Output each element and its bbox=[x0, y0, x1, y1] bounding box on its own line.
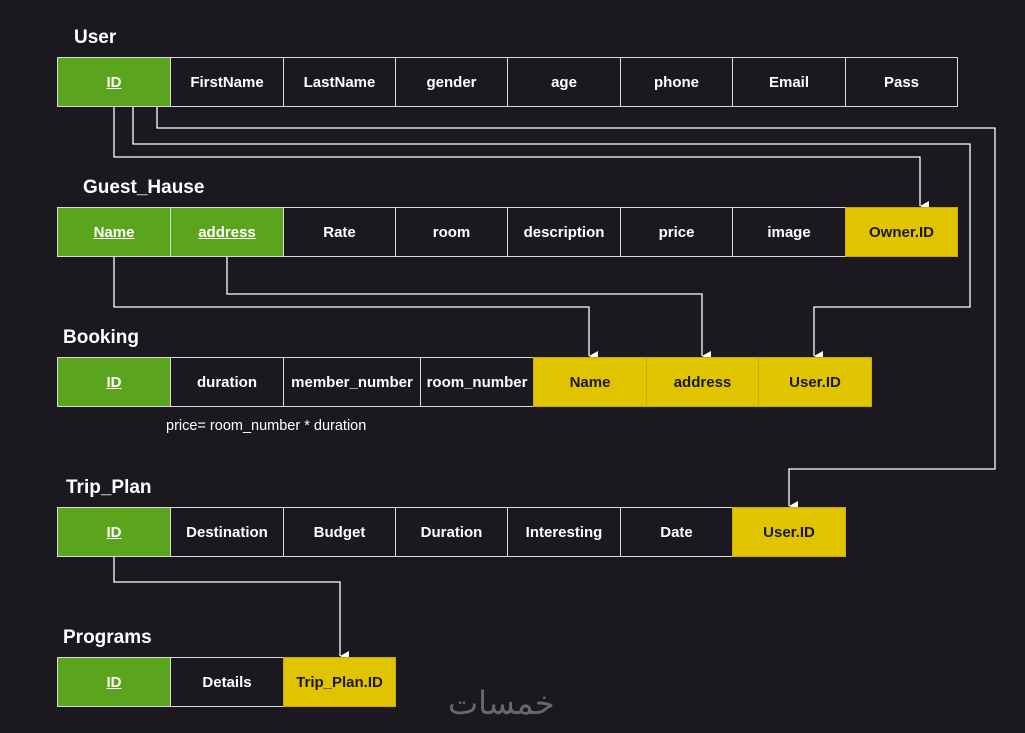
field-guesthause-image[interactable]: image bbox=[732, 207, 846, 257]
link-user-booking bbox=[132, 107, 971, 361]
field-guesthause-description[interactable]: description bbox=[507, 207, 621, 257]
link-gh-address bbox=[226, 257, 711, 361]
field-tripplan-interesting[interactable]: Interesting bbox=[507, 507, 621, 557]
field-booking-address[interactable]: address bbox=[646, 357, 759, 407]
field-user-firstname[interactable]: FirstName bbox=[170, 57, 284, 107]
field-tripplan-user-id[interactable]: User.ID bbox=[732, 507, 846, 557]
field-tripplan-duration[interactable]: Duration bbox=[395, 507, 508, 557]
link-trip-programs bbox=[113, 557, 349, 661]
field-booking-duration[interactable]: duration bbox=[170, 357, 284, 407]
field-guesthause-owner-id[interactable]: Owner.ID bbox=[845, 207, 958, 257]
field-user-lastname[interactable]: LastName bbox=[283, 57, 396, 107]
field-programs-id[interactable]: ID bbox=[57, 657, 171, 707]
table-guest-hause: Name address Rate room description price… bbox=[57, 207, 958, 257]
field-user-phone[interactable]: phone bbox=[620, 57, 733, 107]
table-user: ID FirstName LastName gender age phone E… bbox=[57, 57, 958, 107]
field-programs-details[interactable]: Details bbox=[170, 657, 284, 707]
table-title-programs: Programs bbox=[63, 627, 152, 648]
table-trip-plan: ID Destination Budget Duration Interesti… bbox=[57, 507, 846, 557]
link-gh-name bbox=[113, 257, 598, 361]
table-title-booking: Booking bbox=[63, 327, 139, 348]
field-booking-room-number[interactable]: room_number bbox=[420, 357, 534, 407]
field-guesthause-price[interactable]: price bbox=[620, 207, 733, 257]
table-title-trip-plan: Trip_Plan bbox=[66, 477, 152, 498]
field-booking-name[interactable]: Name bbox=[533, 357, 647, 407]
field-user-id[interactable]: ID bbox=[57, 57, 171, 107]
field-tripplan-date[interactable]: Date bbox=[620, 507, 733, 557]
field-guesthause-rate[interactable]: Rate bbox=[283, 207, 396, 257]
field-tripplan-id[interactable]: ID bbox=[57, 507, 171, 557]
booking-price-note: price= room_number * duration bbox=[166, 418, 367, 434]
table-title-user: User bbox=[74, 27, 117, 48]
field-booking-member-number[interactable]: member_number bbox=[283, 357, 421, 407]
field-user-gender[interactable]: gender bbox=[395, 57, 508, 107]
link-user-tripplan bbox=[156, 107, 996, 511]
field-booking-user-id[interactable]: User.ID bbox=[758, 357, 872, 407]
table-programs: ID Details Trip_Plan.ID bbox=[57, 657, 396, 707]
watermark-logo: خمسات bbox=[448, 684, 555, 722]
field-tripplan-budget[interactable]: Budget bbox=[283, 507, 396, 557]
field-booking-id[interactable]: ID bbox=[57, 357, 171, 407]
field-user-email[interactable]: Email bbox=[732, 57, 846, 107]
field-user-pass[interactable]: Pass bbox=[845, 57, 958, 107]
field-tripplan-destination[interactable]: Destination bbox=[170, 507, 284, 557]
field-programs-trip-plan-id[interactable]: Trip_Plan.ID bbox=[283, 657, 396, 707]
field-guesthause-name[interactable]: Name bbox=[57, 207, 171, 257]
link-user-owner bbox=[113, 107, 929, 211]
field-user-age[interactable]: age bbox=[507, 57, 621, 107]
table-title-guest-hause: Guest_Hause bbox=[83, 177, 205, 198]
table-booking: ID duration member_number room_number Na… bbox=[57, 357, 872, 407]
field-guesthause-room[interactable]: room bbox=[395, 207, 508, 257]
field-guesthause-address[interactable]: address bbox=[170, 207, 284, 257]
